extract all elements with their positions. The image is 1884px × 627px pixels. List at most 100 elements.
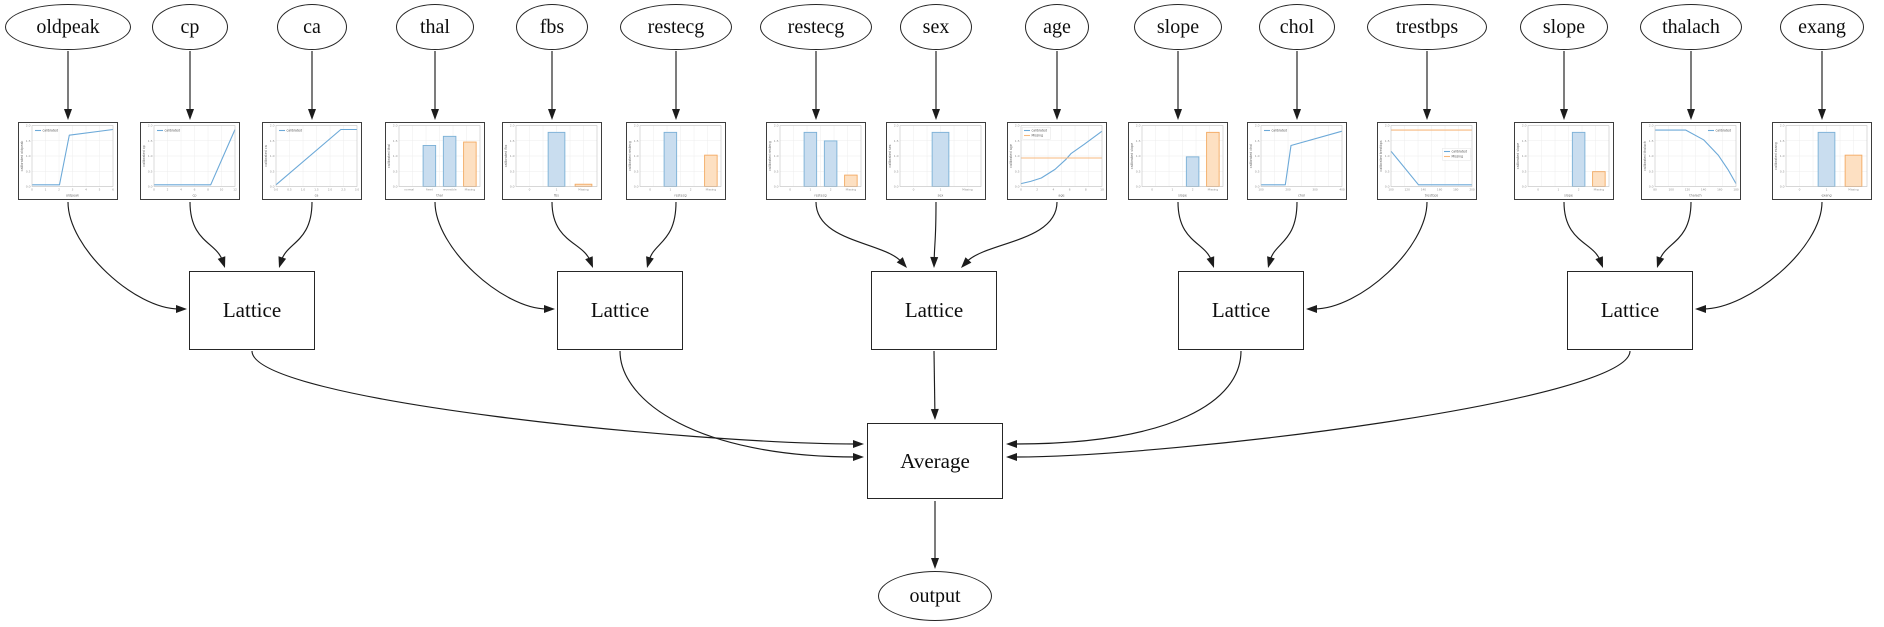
svg-text:2.0: 2.0 bbox=[1255, 124, 1260, 128]
svg-text:2.0: 2.0 bbox=[393, 124, 398, 128]
svg-text:1.0: 1.0 bbox=[26, 154, 31, 158]
svg-text:4: 4 bbox=[180, 188, 182, 192]
svg-text:100: 100 bbox=[1388, 188, 1394, 192]
svg-text:1.0: 1.0 bbox=[393, 154, 398, 158]
arrowhead bbox=[1687, 109, 1695, 120]
input-node-fbs-4: fbs bbox=[516, 4, 588, 50]
input-node-label: slope bbox=[1156, 15, 1200, 38]
input-node-label: thal bbox=[420, 15, 450, 38]
svg-text:0.5: 0.5 bbox=[774, 169, 779, 173]
svg-text:1.0: 1.0 bbox=[1385, 154, 1390, 158]
svg-text:200: 200 bbox=[1469, 188, 1475, 192]
input-node-slope-12: slope bbox=[1520, 4, 1608, 50]
input-node-label: age bbox=[1043, 15, 1071, 38]
svg-text:2: 2 bbox=[690, 188, 692, 192]
edge bbox=[1563, 201, 1601, 261]
svg-text:calibrated exang: calibrated exang bbox=[1774, 142, 1778, 170]
svg-text:sex: sex bbox=[938, 194, 944, 198]
edge bbox=[67, 201, 180, 310]
svg-text:1.5: 1.5 bbox=[1385, 139, 1390, 143]
svg-text:calibrated: calibrated bbox=[1452, 150, 1468, 154]
svg-text:2.0: 2.0 bbox=[1522, 124, 1527, 128]
arrowhead bbox=[930, 256, 939, 268]
svg-text:restecg: restecg bbox=[814, 194, 826, 198]
svg-text:0.5: 0.5 bbox=[26, 169, 31, 173]
edge bbox=[551, 201, 591, 261]
input-node-label: oldpeak bbox=[36, 15, 100, 38]
svg-text:2: 2 bbox=[1192, 188, 1194, 192]
svg-text:5: 5 bbox=[99, 188, 101, 192]
arrowhead bbox=[1053, 109, 1061, 120]
svg-text:0: 0 bbox=[1537, 188, 1539, 192]
svg-text:thal: thal bbox=[436, 194, 442, 198]
svg-text:1.5: 1.5 bbox=[1649, 139, 1654, 143]
svg-text:fbs: fbs bbox=[554, 194, 559, 198]
edge bbox=[189, 201, 223, 261]
arrowhead bbox=[431, 109, 439, 120]
svg-text:0.5: 0.5 bbox=[510, 169, 515, 173]
svg-text:80: 80 bbox=[1653, 188, 1657, 192]
input-node-cp-1: cp bbox=[152, 4, 228, 50]
svg-text:calibrated fbs: calibrated fbs bbox=[504, 144, 508, 167]
svg-text:1: 1 bbox=[669, 188, 671, 192]
svg-text:1.0: 1.0 bbox=[894, 154, 899, 158]
svg-text:0: 0 bbox=[1020, 188, 1022, 192]
input-node-label: exang bbox=[1798, 15, 1846, 38]
lattice-node-label: Lattice bbox=[1600, 298, 1660, 322]
input-node-oldpeak-0: oldpeak bbox=[5, 4, 131, 50]
svg-text:0.5: 0.5 bbox=[287, 188, 292, 192]
svg-text:1.5: 1.5 bbox=[774, 139, 779, 143]
svg-text:2.0: 2.0 bbox=[328, 188, 333, 192]
edge bbox=[965, 201, 1058, 263]
svg-text:0.0: 0.0 bbox=[894, 185, 899, 189]
svg-text:Missing: Missing bbox=[1032, 134, 1044, 138]
svg-text:0.0: 0.0 bbox=[774, 185, 779, 189]
edge bbox=[619, 350, 857, 458]
lattice-node-4: Lattice bbox=[1567, 271, 1693, 350]
arrowhead bbox=[308, 109, 316, 120]
svg-text:8: 8 bbox=[1085, 188, 1087, 192]
svg-text:0.5: 0.5 bbox=[1649, 169, 1654, 173]
input-node-label: restecg bbox=[787, 15, 845, 38]
svg-text:2: 2 bbox=[1578, 188, 1580, 192]
lattice-node-label: Lattice bbox=[1211, 298, 1271, 322]
edge bbox=[1013, 350, 1631, 458]
edge bbox=[434, 201, 548, 310]
svg-text:1.0: 1.0 bbox=[1522, 154, 1527, 158]
svg-text:1: 1 bbox=[940, 188, 942, 192]
svg-text:1.0: 1.0 bbox=[774, 154, 779, 158]
svg-text:calibrated: calibrated bbox=[1716, 129, 1732, 133]
edge bbox=[1013, 350, 1242, 445]
svg-text:1.5: 1.5 bbox=[634, 139, 639, 143]
svg-text:calibrated: calibrated bbox=[165, 129, 181, 133]
lattice-node-2: Lattice bbox=[871, 271, 997, 350]
svg-text:2.0: 2.0 bbox=[894, 124, 899, 128]
arrowhead bbox=[1267, 256, 1275, 268]
edge bbox=[1658, 201, 1692, 261]
svg-text:400: 400 bbox=[1339, 188, 1345, 192]
svg-text:120: 120 bbox=[1685, 188, 1691, 192]
svg-text:100: 100 bbox=[1669, 188, 1675, 192]
svg-text:0: 0 bbox=[649, 188, 651, 192]
input-node-restecg-6: restecg bbox=[760, 4, 872, 50]
svg-text:1.0: 1.0 bbox=[510, 154, 515, 158]
lattice-node-label: Lattice bbox=[590, 298, 650, 322]
svg-text:Missing: Missing bbox=[1594, 188, 1605, 192]
svg-text:120: 120 bbox=[1405, 188, 1411, 192]
svg-text:0.0: 0.0 bbox=[393, 185, 398, 189]
svg-text:1.0: 1.0 bbox=[634, 154, 639, 158]
